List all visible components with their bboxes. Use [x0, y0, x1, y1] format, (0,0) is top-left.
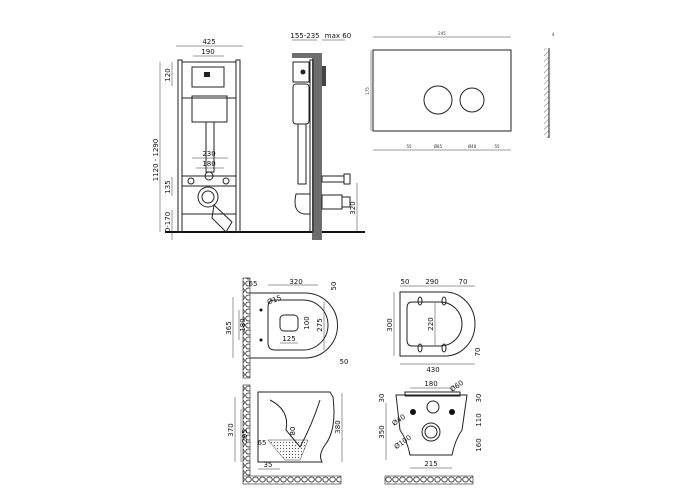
- side-flush-box: [292, 61, 310, 83]
- dim-bolt-spacing-inner: 180: [202, 160, 215, 168]
- plate-profile: [544, 48, 549, 138]
- dim-wall-max: max 60: [325, 32, 351, 40]
- side-cistern: [292, 83, 310, 125]
- drain-elbow: [211, 203, 233, 233]
- flush-outlet: [204, 171, 214, 181]
- dim-top-right: 30: [475, 394, 483, 403]
- drain-connector: [197, 186, 219, 208]
- large-flush-button: [423, 85, 453, 115]
- dim-left-margin: 55: [406, 144, 412, 149]
- dim-plate-height: 175: [365, 87, 370, 95]
- side-inlet-pipe: [321, 175, 345, 183]
- bolt-hole-left: [410, 409, 416, 415]
- seat-outline: [399, 291, 476, 357]
- outlet-opening-back: [421, 422, 441, 442]
- cistern-tank: [191, 95, 228, 123]
- frame-right-post: [235, 59, 241, 233]
- bolt-hole-right: [449, 409, 455, 415]
- inlet-opening: [426, 400, 440, 414]
- dim-large-button: Ø85: [434, 144, 443, 149]
- dim-seat-length: 430: [426, 366, 439, 374]
- dim-frame-depth: 155-235: [290, 32, 319, 40]
- dim-floor-offset: 35: [264, 461, 273, 469]
- outlet-opening: [279, 314, 299, 332]
- dim-plate-width: 245: [438, 31, 446, 36]
- dim-right-margin: 55: [494, 144, 500, 149]
- dim-frame-width: 425: [202, 38, 215, 46]
- dim-top-left: 30: [378, 394, 386, 403]
- dim-bottom-offset: 50: [340, 358, 349, 366]
- dim-outlet-height: 100: [303, 316, 311, 329]
- toilet-body-side: [257, 391, 335, 463]
- flush-plate-drawing: 245 175 55 Ø85 Ø48 55 4: [365, 31, 555, 151]
- dim-seat-inner-width: 220: [427, 317, 435, 330]
- flush-mechanism: [204, 72, 210, 77]
- seat-top-view: 50 290 70 300 220 430 70: [386, 278, 482, 374]
- side-drain-pipe: [321, 194, 343, 210]
- dim-side-height-back: 370: [227, 423, 235, 436]
- cistern-top: [181, 61, 237, 99]
- dim-base-width: 215: [424, 460, 437, 468]
- side-flush-pipe: [297, 123, 307, 185]
- installation-frame-front-view: 425 190 120 1120 - 1290 230 180 135 0-17…: [152, 38, 365, 240]
- bowl-rim: [267, 299, 329, 351]
- side-drain-bend: [294, 193, 311, 215]
- dim-outlet-diameter: Ø100: [393, 434, 413, 451]
- mount-bolt-right: [222, 177, 230, 185]
- back-floor-stone: [384, 475, 474, 485]
- dim-seat-front-offset: 70: [459, 278, 468, 286]
- dim-inlet-to-outlet: 110: [475, 413, 483, 426]
- dim-plate-thickness: 4: [552, 32, 555, 37]
- dim-outlet-width: 125: [282, 335, 295, 343]
- dim-back-bolt-spacing: 180: [424, 380, 437, 388]
- toilet-top-view: 65 320 50 Ø15 365 180 100 275 125 50: [225, 277, 349, 379]
- installation-frame-side-view: 155-235 max 60 320: [290, 32, 358, 240]
- dim-seat-width: 300: [386, 318, 394, 331]
- dim-flush-box-height: 120: [164, 68, 172, 81]
- side-floor-stone: [242, 475, 342, 485]
- dim-drain-height: 135: [164, 180, 172, 193]
- toilet-body-back: [395, 394, 468, 456]
- small-flush-button: [459, 87, 485, 113]
- toilet-side-view: 370 295 80 380 65 35: [227, 384, 343, 485]
- dim-leg-adjust: 0-170: [164, 212, 172, 232]
- mount-bolt-left: [187, 177, 195, 185]
- dim-side-outlet-height: 295: [241, 429, 249, 442]
- frame-left-post: [177, 59, 183, 233]
- dim-outlet-height-back: 160: [475, 438, 483, 451]
- dim-hinge-width: 70: [474, 348, 482, 357]
- flush-box: [191, 66, 225, 88]
- dim-side-drain-height: 320: [349, 201, 357, 214]
- dim-bowl-width: 275: [316, 318, 324, 331]
- dim-bolt-spacing-outer: 230: [202, 150, 215, 158]
- dim-bolt-diameter: Ø15: [266, 294, 282, 306]
- dim-small-button: Ø48: [468, 144, 477, 149]
- dim-flush-box-width: 190: [201, 48, 214, 56]
- bowl-curve: [269, 399, 321, 448]
- dim-seat-inner-length: 290: [425, 278, 438, 286]
- dim-side-height-front: 380: [334, 420, 342, 433]
- dim-overall-width: 365: [225, 321, 233, 334]
- dim-bolt-hole: Ø40: [391, 413, 407, 428]
- toilet-outline: [250, 292, 338, 359]
- dim-outlet-offset: 65: [258, 439, 267, 447]
- dim-toilet-length: 320: [289, 278, 302, 286]
- water-trap: [267, 439, 309, 461]
- flush-plate: [372, 49, 512, 132]
- seat-opening: [406, 301, 463, 347]
- dim-hinge-offset: 50: [401, 278, 410, 286]
- toilet-back-view: 180 Ø60 30 30 350 Ø40 110 Ø100 160 215: [378, 379, 483, 485]
- wall-section: [312, 56, 322, 240]
- dim-frame-height: 1120 - 1290: [152, 139, 160, 182]
- dim-bolt-spacing: 180: [239, 318, 247, 331]
- wall-stone: [242, 277, 251, 379]
- dim-back-height: 350: [378, 425, 386, 438]
- dim-rim-offset: 50: [330, 282, 338, 291]
- dim-water-depth: 80: [289, 427, 297, 436]
- dim-wall-offset: 65: [249, 280, 258, 288]
